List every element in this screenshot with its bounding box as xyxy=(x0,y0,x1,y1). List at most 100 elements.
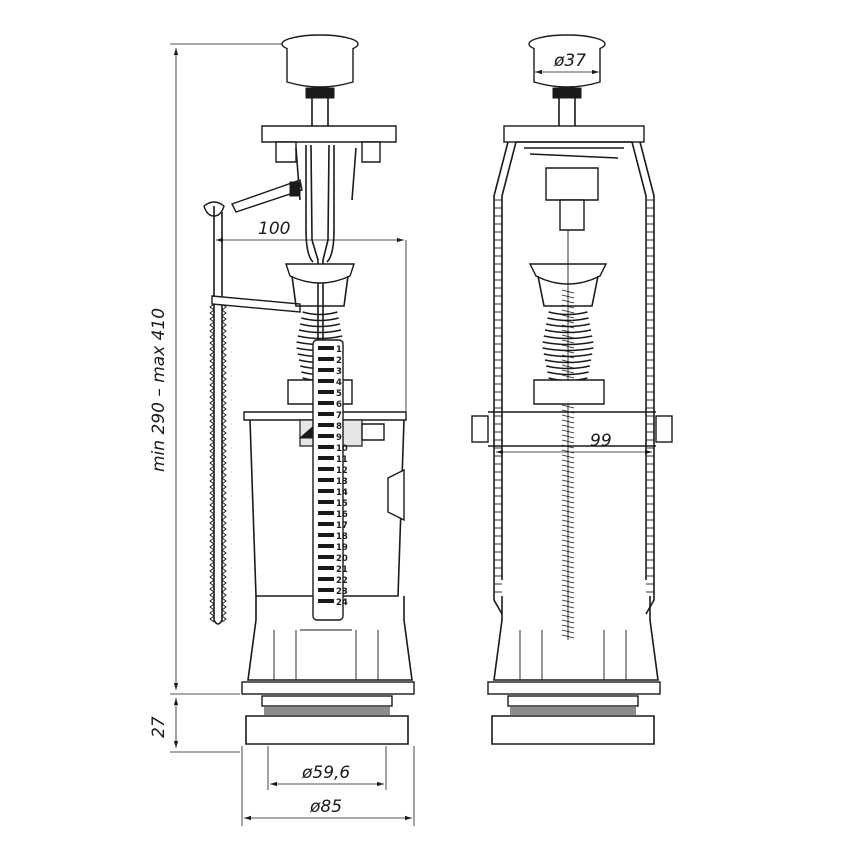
spring-coil xyxy=(561,624,575,629)
height-range-label: min 290 – max 410 xyxy=(149,308,169,472)
rod-tooth xyxy=(209,411,227,419)
spring-coil xyxy=(561,414,575,419)
rod-tooth xyxy=(209,537,227,545)
scale-bar xyxy=(318,577,334,581)
rod-tooth xyxy=(209,375,227,383)
rod-tooth xyxy=(209,567,227,575)
spring-coil xyxy=(561,309,575,314)
scale-label: 1 xyxy=(336,345,342,355)
scale-bar xyxy=(318,500,334,504)
spring-coil xyxy=(561,569,575,574)
scale-bar xyxy=(318,434,334,438)
scale-bar xyxy=(318,544,334,548)
spring-coil xyxy=(561,364,575,369)
rod-tooth xyxy=(209,549,227,557)
spring-coil xyxy=(561,534,575,539)
spring-coil xyxy=(561,334,575,339)
scale-bar xyxy=(318,566,334,570)
scale-bar xyxy=(318,599,334,603)
spring-coil xyxy=(561,469,575,474)
spring-coil xyxy=(561,604,575,609)
scale-bar xyxy=(318,390,334,394)
collar-front xyxy=(533,379,605,405)
rod-tooth xyxy=(209,381,227,389)
rod-tooth xyxy=(209,465,227,473)
rod-tooth xyxy=(209,429,227,437)
rod-tooth xyxy=(209,585,227,593)
scale-label: 2 xyxy=(336,356,342,366)
scale-label: 6 xyxy=(336,400,342,410)
spring-coil xyxy=(561,584,575,589)
flange-diameter-label: ø85 xyxy=(309,797,342,817)
scale-bar xyxy=(318,379,334,383)
rod-tooth xyxy=(209,525,227,533)
rod-tooth xyxy=(209,387,227,395)
spring-coil xyxy=(298,329,342,334)
spring-coil xyxy=(561,314,575,319)
dimension-lines xyxy=(170,43,652,826)
spring-coil xyxy=(561,329,575,334)
spring-coil xyxy=(561,544,575,549)
spring-coil xyxy=(561,454,575,459)
rod-tooth xyxy=(209,459,227,467)
rod-tooth xyxy=(209,399,227,407)
rod-tooth xyxy=(209,315,227,323)
spring-coil xyxy=(561,429,575,434)
rod-tooth xyxy=(209,573,227,581)
scale-label: 14 xyxy=(336,488,348,498)
spring-coil xyxy=(297,335,343,340)
spring-coil xyxy=(561,574,575,579)
scale-bar xyxy=(318,555,334,559)
scale-bar xyxy=(318,511,334,515)
scale-label: 21 xyxy=(336,565,348,575)
spring-coil xyxy=(561,589,575,594)
spring-coil xyxy=(561,559,575,564)
spring-coil xyxy=(561,474,575,479)
lever-arm xyxy=(203,179,303,300)
spring-coil xyxy=(561,294,575,299)
scale-label: 15 xyxy=(336,499,348,509)
rod-tooth xyxy=(209,327,227,335)
scale-label: 24 xyxy=(336,598,348,608)
rod-tooth xyxy=(209,555,227,563)
rod-tooth xyxy=(209,507,227,515)
base xyxy=(241,596,415,745)
rod-tooth xyxy=(209,603,227,611)
return-spring xyxy=(561,230,575,640)
spring-coil xyxy=(561,439,575,444)
spring-coil xyxy=(561,324,575,329)
spring-coil xyxy=(561,619,575,624)
spring-coil xyxy=(561,634,575,639)
rod-tooth xyxy=(209,435,227,443)
button-diameter-label: ø37 xyxy=(553,51,586,71)
spring-coil xyxy=(561,579,575,584)
scale-label: 18 xyxy=(336,532,348,542)
scale-label: 3 xyxy=(336,367,342,377)
rod-tooth xyxy=(209,369,227,377)
rod-tooth xyxy=(209,357,227,365)
rod-tooth xyxy=(209,471,227,479)
spring-coil xyxy=(561,434,575,439)
scale-label: 20 xyxy=(336,554,348,564)
spring-coil xyxy=(561,514,575,519)
thread-height-label: 27 xyxy=(149,716,169,738)
spring-coil xyxy=(561,504,575,509)
spring-coil xyxy=(561,374,575,379)
spring-coil xyxy=(561,564,575,569)
rod-tooth xyxy=(209,351,227,359)
spring-coil xyxy=(561,554,575,559)
spring-coil xyxy=(561,614,575,619)
spring-coil xyxy=(561,494,575,499)
spring-coil xyxy=(561,489,575,494)
rod-tooth xyxy=(209,597,227,605)
spring-coil xyxy=(561,464,575,469)
scale-bar xyxy=(318,445,334,449)
spring-coil xyxy=(561,349,575,354)
thread-diameter-label: ø59,6 xyxy=(301,763,350,783)
rod-tooth xyxy=(209,531,227,539)
rod-tooth xyxy=(209,591,227,599)
scale-label: 19 xyxy=(336,543,348,553)
